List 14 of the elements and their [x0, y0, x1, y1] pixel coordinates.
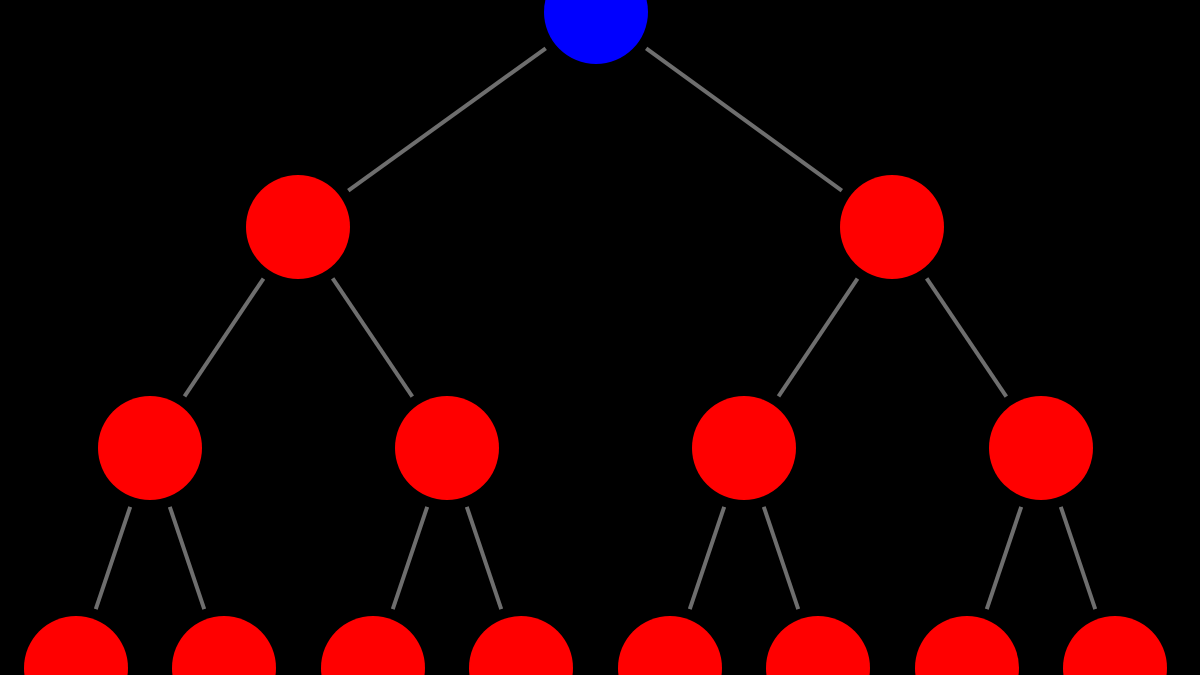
connector-line [93, 506, 133, 610]
connector-line [331, 277, 414, 398]
connector-line [347, 46, 547, 193]
connector-line [464, 506, 504, 610]
connector-line [1058, 506, 1098, 610]
connector-line [761, 506, 801, 610]
connector-line [167, 506, 207, 610]
connector-line [776, 277, 860, 398]
connector-line [390, 506, 430, 610]
connector-line [925, 277, 1008, 398]
connector-line [984, 506, 1024, 610]
connector-line [182, 277, 266, 398]
connector-line [687, 506, 727, 610]
connector-line [645, 46, 843, 193]
